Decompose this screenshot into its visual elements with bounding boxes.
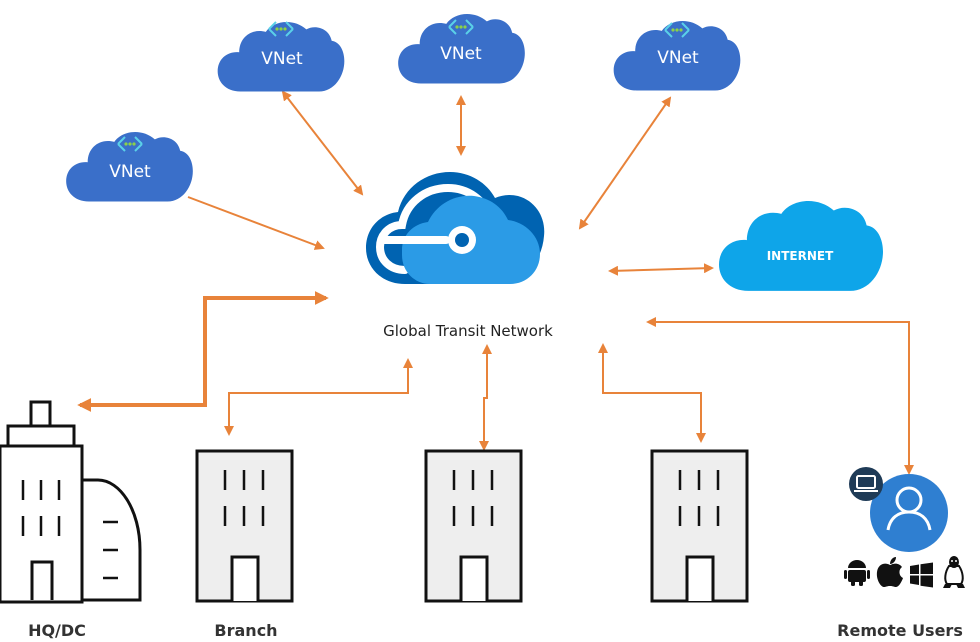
office-building-icon <box>195 449 294 603</box>
vnet-cloud-1: VNet <box>217 21 345 92</box>
arrow-vnet4 <box>187 196 325 250</box>
arrow-internet <box>608 263 714 276</box>
user-avatar-icon <box>870 474 948 552</box>
office-building-icon <box>424 449 523 603</box>
remote-users-label: Remote Users <box>837 621 963 640</box>
vnet-label: VNet <box>261 49 303 69</box>
connection-arrows <box>77 90 914 475</box>
vnet-glyph-icon <box>117 136 143 152</box>
vnet-cloud-3: VNet <box>613 21 741 91</box>
vnet-label: VNet <box>440 44 482 64</box>
branch-label: Branch <box>214 621 277 640</box>
arrow-vnet3 <box>578 96 672 230</box>
arrow-branch2 <box>479 344 492 451</box>
arrow-branch3 <box>598 343 706 443</box>
arrow-hq <box>77 291 329 412</box>
office-building-icon <box>650 449 749 603</box>
internet-cloud: INTERNET <box>719 200 883 291</box>
headquarters-building-icon <box>0 400 142 604</box>
android-icon <box>844 560 870 586</box>
apple-icon <box>876 557 903 587</box>
center-label: Global Transit Network <box>383 322 553 340</box>
branch-building-1 <box>195 449 294 603</box>
vnet-cloud-2: VNet <box>398 14 525 84</box>
vnet-glyph-icon <box>448 19 474 35</box>
internet-label: INTERNET <box>767 249 834 263</box>
internet-cloud-icon <box>719 200 883 291</box>
azure-cloud-icon <box>366 172 545 284</box>
branch-building-2 <box>424 449 523 603</box>
vnet-label: VNet <box>657 48 699 68</box>
vnet-cloud-4: VNet <box>66 132 193 202</box>
arrow-vnet1 <box>281 90 364 196</box>
laptop-badge-icon <box>849 467 883 501</box>
hq-label: HQ/DC <box>28 621 86 640</box>
vnet-label: VNet <box>109 162 151 182</box>
linux-icon <box>943 556 965 588</box>
vnet-glyph-icon <box>268 21 294 37</box>
windows-icon <box>910 562 933 588</box>
arrow-branch1 <box>224 358 413 436</box>
arrow-remote-users <box>646 317 914 475</box>
vnet-glyph-icon <box>664 22 690 38</box>
branch-building-3 <box>650 449 749 603</box>
remote-users <box>844 467 965 588</box>
